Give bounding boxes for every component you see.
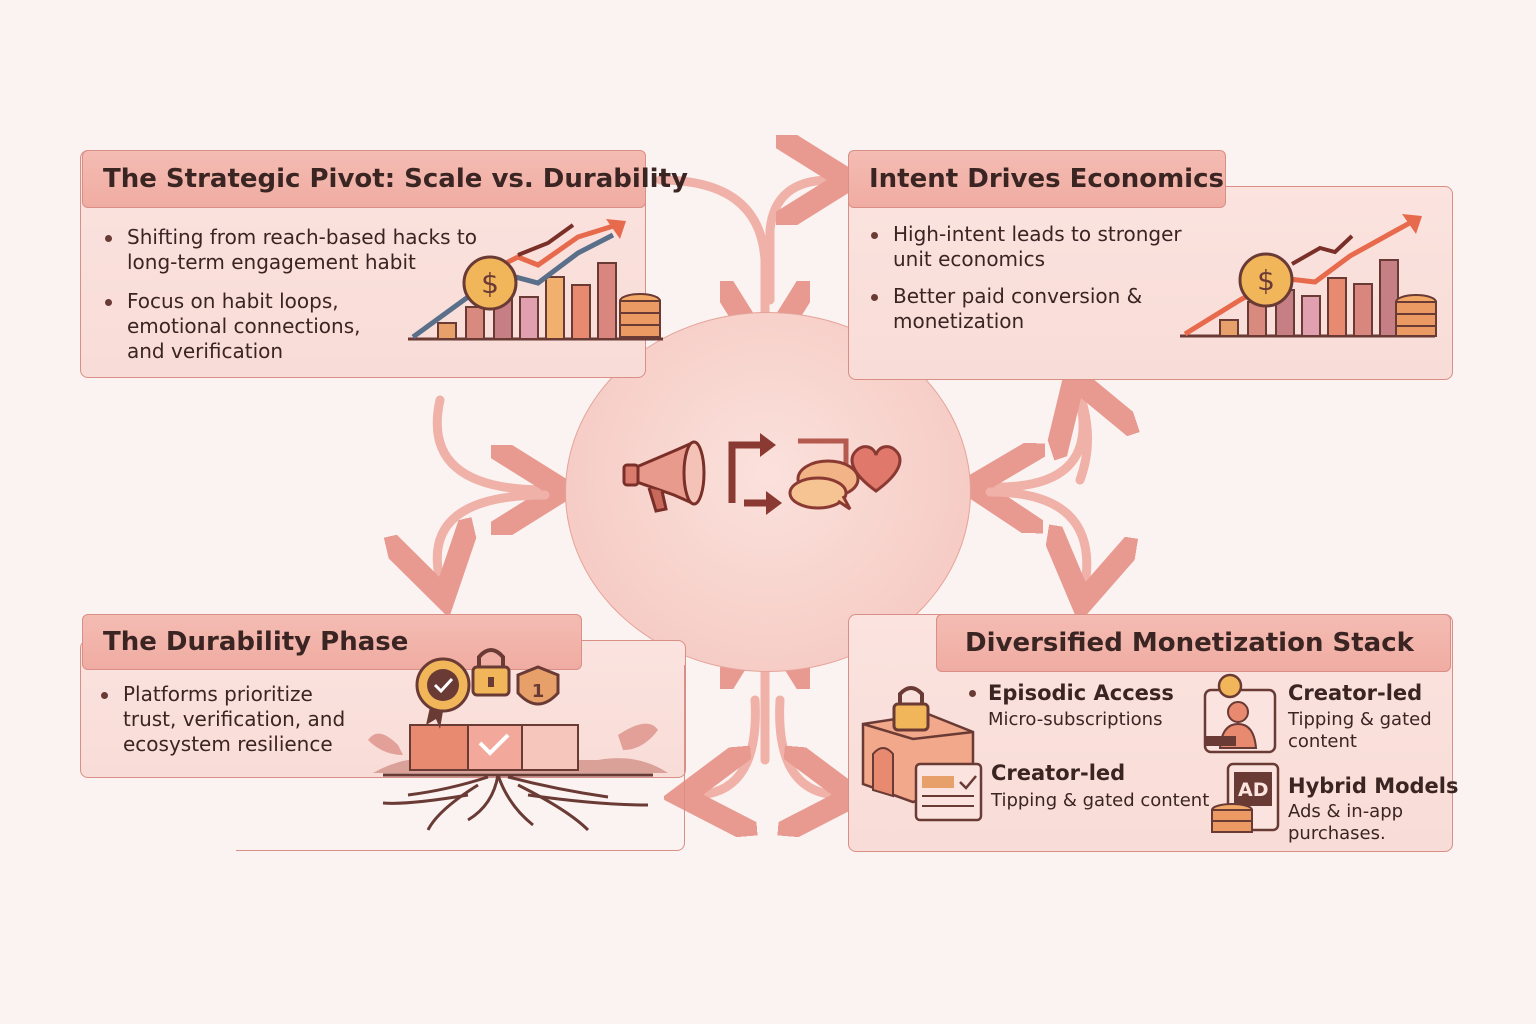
bullet-text: Platforms prioritize trust, verification…	[123, 682, 346, 756]
ad-coins-icon	[1211, 762, 1280, 833]
intent-title: Intent Drives Economics	[848, 150, 1226, 208]
strategic-pivot-bullet-2: Focus on habit loops, emotional connecti…	[105, 289, 387, 364]
monetization-title: Diversified Monetization Stack	[936, 614, 1451, 672]
intent-panel	[848, 186, 1453, 380]
svg-text:1: 1	[532, 681, 545, 702]
item-title-text: Episodic Access	[988, 681, 1174, 705]
monetization-item-sub-1: Micro-subscriptions	[988, 709, 1163, 730]
heart-icon	[850, 445, 902, 493]
monetization-item-title-2: Creator-led	[991, 761, 1126, 785]
locked-store-icon	[861, 686, 983, 822]
bullet-dot	[105, 299, 112, 306]
ad-badge: AD	[1238, 779, 1269, 801]
bullet-text: High-intent leads to stronger unit econo…	[893, 222, 1182, 271]
intent-bullet-2: Better paid conversion & monetization	[871, 284, 1153, 334]
cycle-arrows-icon	[728, 433, 782, 515]
strategic-pivot-bullet-1: Shifting from reach-based hacks to long-…	[105, 225, 487, 275]
monetization-item-sub-3: Tipping & gated content	[1288, 709, 1432, 752]
creator-icon	[1203, 673, 1277, 754]
bullet-dot	[871, 232, 878, 239]
bullet-dot	[871, 294, 878, 301]
bullet-text: Better paid conversion & monetization	[893, 284, 1143, 333]
bullet-dot	[101, 692, 108, 699]
bullet-text: Shifting from reach-based hacks to long-…	[127, 225, 477, 274]
svg-text:$: $	[481, 267, 499, 300]
durability-title: The Durability Phase	[82, 614, 582, 670]
intent-bullet-1: High-intent leads to stronger unit econo…	[871, 222, 1193, 272]
durability-panel-edge	[236, 665, 685, 851]
bullet-dot	[105, 235, 112, 242]
bullet-dot	[969, 690, 976, 697]
durability-bullet-1: Platforms prioritize trust, verification…	[101, 682, 363, 757]
monetization-item-title-3: Creator-led	[1288, 681, 1423, 705]
bullet-text: Focus on habit loops, emotional connecti…	[127, 289, 361, 363]
trust-roots-icon: 1	[368, 648, 668, 832]
svg-text:$: $	[1257, 264, 1275, 297]
monetization-item-sub-4: Ads & in-app purchases.	[1288, 801, 1404, 844]
monetization-item-title-4: Hybrid Models	[1288, 774, 1459, 798]
growth-chart-icon: $	[1180, 214, 1437, 338]
megaphone-icon	[622, 440, 706, 513]
monetization-item-title-1: Episodic Access	[969, 681, 1174, 705]
monetization-item-sub-2: Tipping & gated content	[991, 790, 1210, 811]
speech-bubbles-icon	[788, 438, 860, 511]
growth-chart-icon: $	[408, 219, 663, 341]
strategic-pivot-title: The Strategic Pivot: Scale vs. Durabilit…	[82, 150, 688, 208]
